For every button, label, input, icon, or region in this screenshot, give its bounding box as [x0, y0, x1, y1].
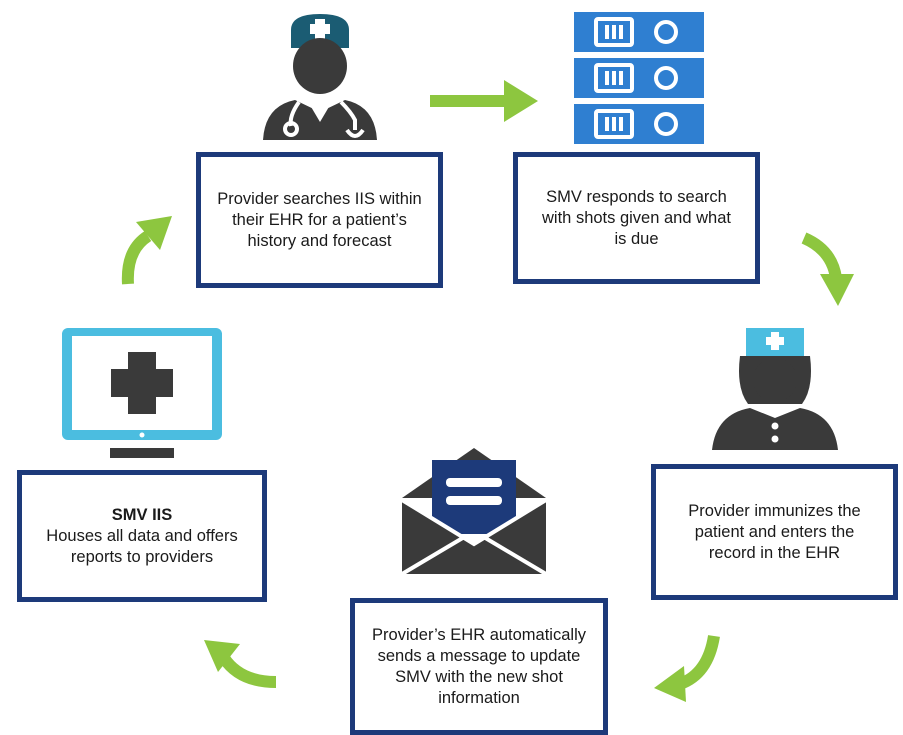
step-text-immunize: Provider immunizes the patient and enter… — [688, 501, 861, 562]
nurse-icon — [712, 328, 838, 450]
server-icon — [574, 12, 704, 144]
step-box-respond: SMV responds to search with shots given … — [513, 152, 760, 284]
step-box-search: Provider searches IIS within their EHR f… — [196, 152, 443, 288]
arrow-curve-down-right-icon — [801, 232, 854, 306]
step-box-immunize: Provider immunizes the patient and enter… — [651, 464, 898, 600]
step-box-iis: SMV IIS Houses all data and offers repor… — [17, 470, 267, 602]
step-text-iis: Houses all data and offers reports to pr… — [46, 526, 238, 566]
envelope-icon — [400, 448, 548, 576]
step-box-message: Provider’s EHR automatically sends a mes… — [350, 598, 608, 735]
arrow-right-icon — [430, 80, 538, 122]
arrow-curve-up-right-icon — [121, 216, 172, 285]
monitor-plus-icon — [62, 328, 222, 458]
arrow-curve-up-left-icon — [204, 640, 277, 688]
step-text-respond: SMV responds to search with shots given … — [542, 187, 731, 248]
step-text-message: Provider’s EHR automatically sends a mes… — [372, 625, 586, 707]
doctor-icon — [263, 14, 377, 140]
step-title-iis: SMV IIS — [111, 505, 173, 524]
arrow-curve-down-left-icon — [654, 634, 720, 702]
step-text-search: Provider searches IIS within their EHR f… — [217, 189, 422, 250]
